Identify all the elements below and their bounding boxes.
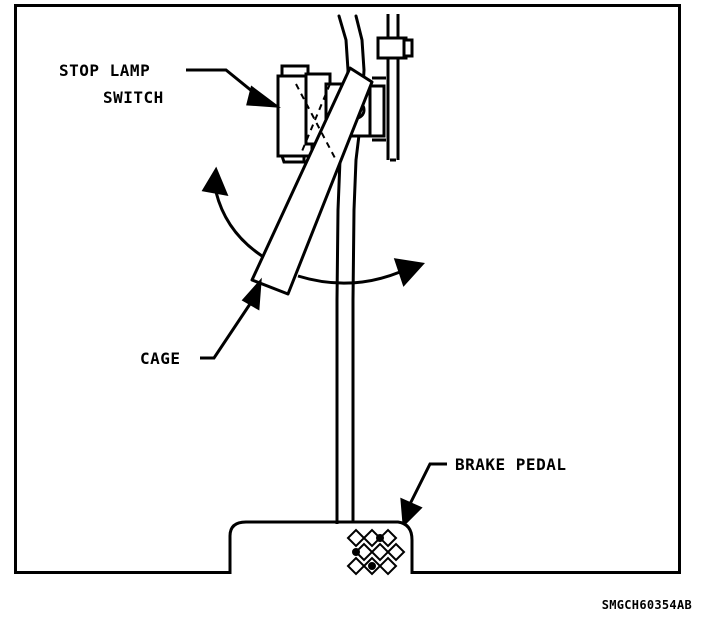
stop-lamp-switch-label-line1: STOP LAMP bbox=[59, 61, 151, 80]
cage-hidden-lines bbox=[295, 83, 337, 161]
stop-lamp-switch-label-line2: SWITCH bbox=[103, 88, 164, 107]
pedal-tread-pattern bbox=[346, 528, 406, 576]
figure-code: SMGCH60354AB bbox=[601, 598, 692, 612]
cage-label: CAGE bbox=[140, 349, 181, 368]
mounting-bracket bbox=[364, 14, 414, 162]
brake-pedal-leader bbox=[400, 462, 447, 528]
stop-lamp-leader bbox=[186, 68, 281, 108]
cage-leader bbox=[200, 277, 262, 360]
brake-pedal-label: BRAKE PEDAL bbox=[455, 455, 567, 474]
rotation-arrow-left bbox=[201, 166, 263, 258]
rotation-arrow-right bbox=[297, 258, 425, 287]
cage-bar bbox=[250, 66, 374, 296]
